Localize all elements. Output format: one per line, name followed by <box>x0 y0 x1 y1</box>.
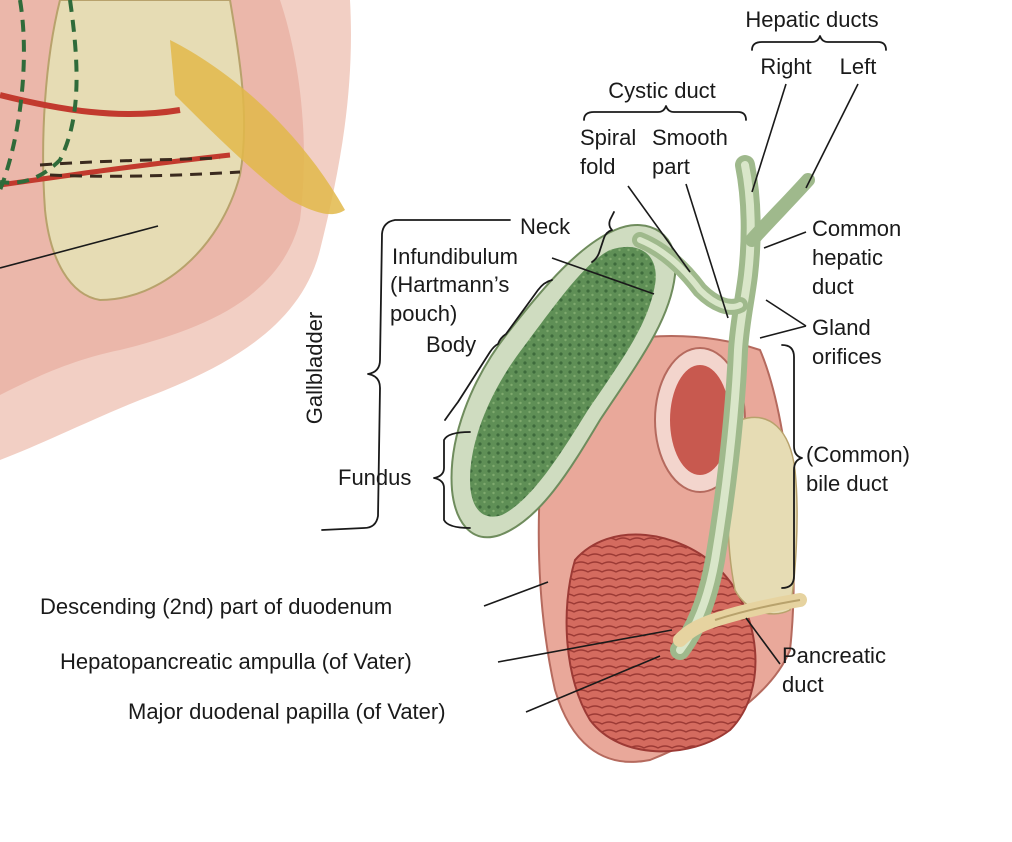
brace-hepatic-ducts <box>752 36 886 50</box>
label-common-hepatic-3: duct <box>812 274 854 299</box>
liver-region <box>0 0 351 460</box>
label-common-hepatic-2: hepatic <box>812 245 883 270</box>
label-smooth: Smooth <box>652 125 728 150</box>
brace-cystic-duct <box>584 106 746 120</box>
label-fold: fold <box>580 154 615 179</box>
label-hepatic-ducts: Hepatic ducts <box>745 7 878 32</box>
label-bile-duct-2: bile duct <box>806 471 888 496</box>
label-pancreatic-1: Pancreatic <box>782 643 886 668</box>
label-right: Right <box>760 54 811 79</box>
label-bile-duct-1: (Common) <box>806 442 910 467</box>
label-infundibulum: Infundibulum <box>392 244 518 269</box>
label-pancreatic-2: duct <box>782 672 824 697</box>
label-left: Left <box>840 54 877 79</box>
label-cystic-duct: Cystic duct <box>608 78 716 103</box>
label-gland-2: orifices <box>812 344 882 369</box>
label-pouch: pouch) <box>390 301 457 326</box>
label-papilla: Major duodenal papilla (of Vater) <box>128 699 446 724</box>
label-neck: Neck <box>520 214 571 239</box>
label-common-hepatic-1: Common <box>812 216 901 241</box>
label-descending-duodenum: Descending (2nd) part of duodenum <box>40 594 392 619</box>
label-fundus: Fundus <box>338 465 411 490</box>
label-body: Body <box>426 332 476 357</box>
label-gallbladder: Gallbladder <box>302 312 327 425</box>
label-hartmanns: (Hartmann’s <box>390 272 509 297</box>
label-ampulla: Hepatopancreatic ampulla (of Vater) <box>60 649 412 674</box>
label-part: part <box>652 154 690 179</box>
label-spiral: Spiral <box>580 125 636 150</box>
label-gland-1: Gland <box>812 315 871 340</box>
